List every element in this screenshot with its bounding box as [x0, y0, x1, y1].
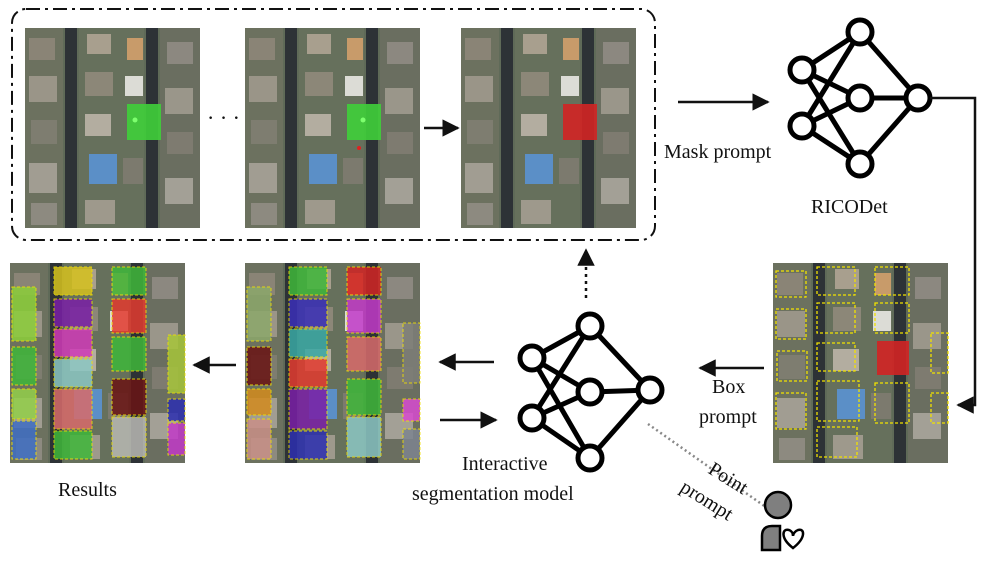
box-prompt-label-2: prompt [699, 406, 757, 428]
box-prompt-label-1: Box [712, 376, 746, 398]
aerial-tile-3 [461, 28, 636, 228]
aerial-tile-segments [245, 263, 421, 463]
neural-network-icon [787, 17, 933, 179]
top-frame [11, 8, 656, 241]
aerial-tile-boxes [773, 263, 949, 463]
results-label: Results [58, 479, 117, 501]
neural-network-icon [517, 311, 665, 473]
ellipsis: · · · [207, 105, 240, 130]
aerial-tile-2 [245, 28, 420, 228]
interactive-label-2: segmentation model [412, 483, 574, 505]
model-name-label: RICODet [811, 196, 888, 218]
interactive-label-1: Interactive [462, 453, 548, 475]
user-icon [760, 490, 793, 552]
aerial-tile-results [10, 263, 186, 463]
mask-prompt-label: Mask prompt [664, 141, 772, 163]
aerial-tile-1 [25, 28, 200, 228]
arrow-ricodet-to-boxes [930, 96, 977, 414]
heart-icon [782, 528, 805, 550]
